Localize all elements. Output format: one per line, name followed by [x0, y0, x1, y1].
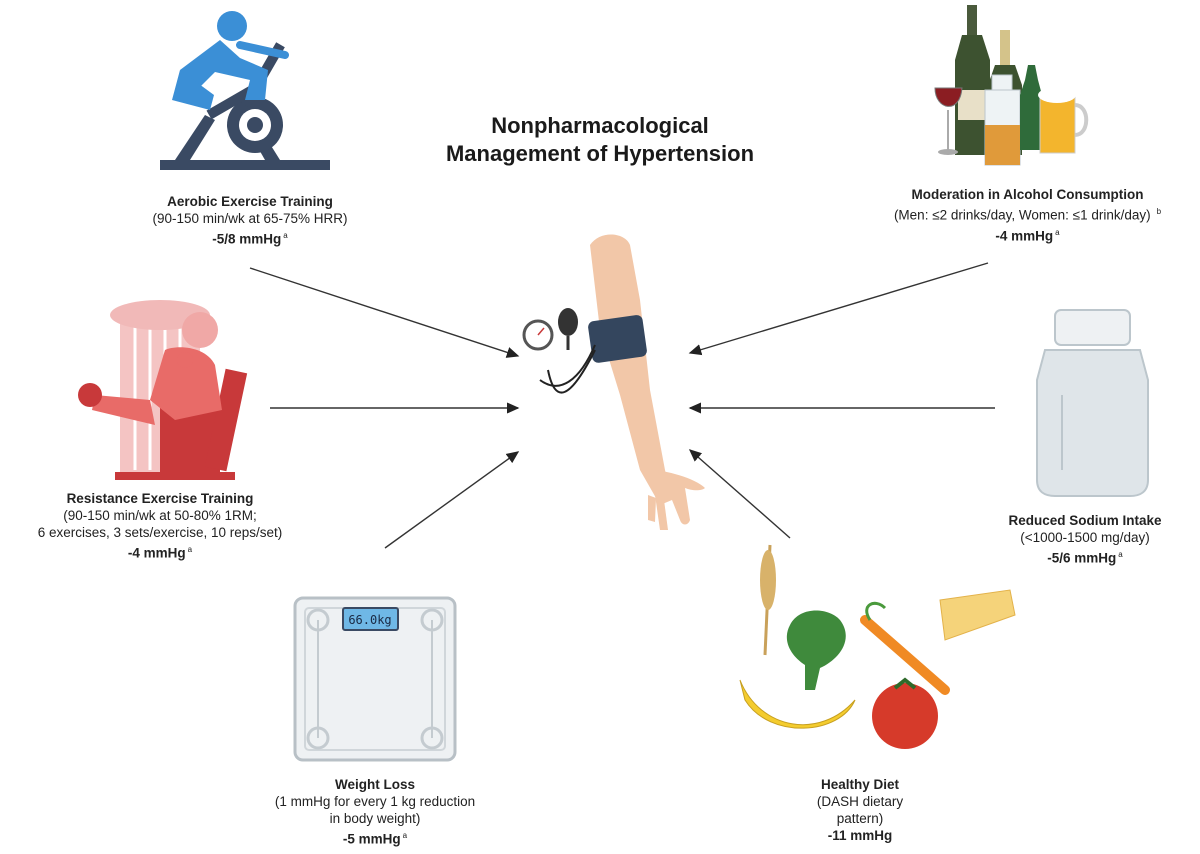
aerobic-detail: (90-150 min/wk at 65-75% HRR)	[152, 211, 348, 226]
arrows	[249, 262, 995, 549]
resistance-label: Resistance Exercise Training (90-150 min…	[0, 490, 320, 562]
healthy-diet-label: Healthy Diet (DASH dietary pattern) -11 …	[760, 776, 960, 844]
resistance-name: Resistance Exercise Training	[66, 491, 254, 506]
weight-loss-detail-2: in body weight)	[329, 811, 421, 826]
weight-loss-label: Weight Loss (1 mmHg for every 1 kg reduc…	[230, 776, 520, 848]
healthy-diet-effect: -11 mmHg	[827, 828, 893, 843]
healthy-diet-name: Healthy Diet	[820, 777, 900, 792]
healthy-diet-detail-1: (DASH dietary	[816, 794, 904, 809]
sodium-name: Reduced Sodium Intake	[1008, 513, 1162, 528]
alcohol-name: Moderation in Alcohol Consumption	[911, 187, 1144, 202]
arm-blood-pressure-cuff-icon	[522, 234, 705, 530]
sodium-label: Reduced Sodium Intake (<1000-1500 mg/day…	[980, 512, 1190, 567]
aerobic-name: Aerobic Exercise Training	[167, 194, 333, 209]
title-line-2: Management of Hypertension	[445, 141, 755, 166]
healthy-food-icon	[739, 544, 1016, 749]
alcohol-label: Moderation in Alcohol Consumption (Men: …	[855, 186, 1200, 244]
exercise-bike-icon	[160, 11, 330, 170]
alcohol-detail: (Men: ≤2 drinks/day, Women: ≤1 drink/day…	[893, 207, 1162, 223]
leg-extension-machine-icon	[78, 300, 248, 480]
healthy-diet-detail-2: pattern)	[836, 811, 884, 826]
resistance-detail-1: (90-150 min/wk at 50-80% 1RM;	[63, 508, 257, 523]
scale-display: 66.0kg	[348, 613, 391, 627]
aerobic-label: Aerobic Exercise Training (90-150 min/wk…	[90, 193, 410, 248]
sodium-detail: (<1000-1500 mg/day)	[1020, 530, 1150, 545]
weight-scale-icon	[293, 596, 457, 762]
arrow-alcohol	[688, 262, 989, 356]
arrow-diet	[688, 449, 791, 539]
diagram-title: Nonpharmacological Management of Hyperte…	[400, 112, 800, 168]
resistance-detail-2: 6 exercises, 3 sets/exercise, 10 reps/se…	[37, 525, 283, 540]
arrow-aerobic	[249, 267, 520, 358]
arrow-weight	[384, 451, 520, 549]
title-line-1: Nonpharmacological	[491, 113, 709, 138]
sodium-container-icon	[1036, 309, 1149, 497]
weight-loss-name: Weight Loss	[334, 777, 415, 792]
alcohol-drinks-icon	[934, 5, 1089, 166]
weight-loss-detail-1: (1 mmHg for every 1 kg reduction	[274, 794, 476, 809]
